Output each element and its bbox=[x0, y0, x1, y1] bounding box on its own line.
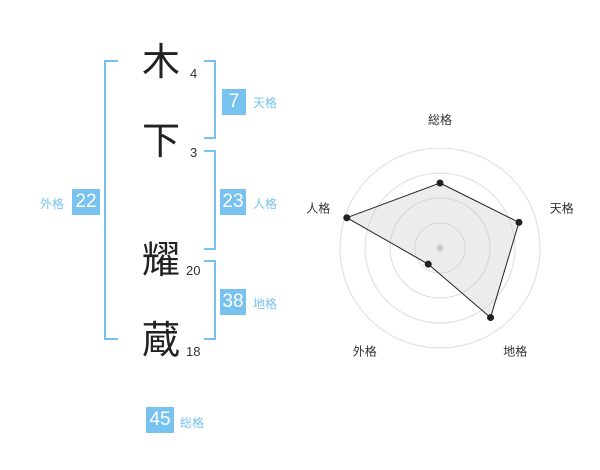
tenkaku-label: 天格 bbox=[253, 96, 278, 110]
jinkaku-label: 人格 bbox=[253, 197, 278, 211]
tenkaku-value: 7 bbox=[222, 89, 246, 115]
jinkaku-value: 23 bbox=[220, 189, 246, 215]
tenkaku-bracket bbox=[204, 60, 216, 139]
radar-point-5 bbox=[343, 214, 351, 222]
gaikaku-label: 外格 bbox=[40, 197, 65, 211]
radar-center bbox=[436, 244, 444, 252]
name-char-2: 下 bbox=[142, 119, 181, 163]
stroke-count-1: 4 bbox=[190, 66, 198, 81]
radar-point-2 bbox=[515, 218, 523, 226]
chikaku-bracket bbox=[204, 260, 216, 340]
chikaku-value: 38 bbox=[220, 289, 246, 315]
radar-polygon bbox=[345, 182, 520, 319]
name-char-3: 耀 bbox=[142, 238, 181, 282]
radar-axis-label-4: 外格 bbox=[353, 344, 377, 359]
gaikaku-bracket bbox=[104, 60, 118, 340]
soukaku-value: 45 bbox=[146, 407, 174, 433]
radar-point-4 bbox=[424, 260, 432, 268]
stroke-count-3: 20 bbox=[186, 263, 201, 278]
stroke-count-4: 18 bbox=[186, 344, 201, 359]
radar-axis-label-3: 地格 bbox=[503, 344, 527, 359]
name-char-1: 木 bbox=[142, 40, 181, 84]
chikaku-label: 地格 bbox=[253, 297, 278, 311]
radar-point-3 bbox=[487, 314, 495, 322]
radar-point-1 bbox=[436, 179, 444, 187]
jinkaku-bracket bbox=[204, 150, 216, 250]
stroke-count-2: 3 bbox=[190, 145, 198, 160]
radar-axis-label-2: 天格 bbox=[550, 200, 574, 215]
soukaku-label: 総格 bbox=[180, 416, 205, 430]
gaikaku-value: 22 bbox=[72, 189, 100, 215]
radar-axis-label-1: 総格 bbox=[428, 112, 452, 127]
name-char-4: 蔵 bbox=[142, 318, 181, 362]
radar-axis-label-5: 人格 bbox=[306, 200, 330, 215]
